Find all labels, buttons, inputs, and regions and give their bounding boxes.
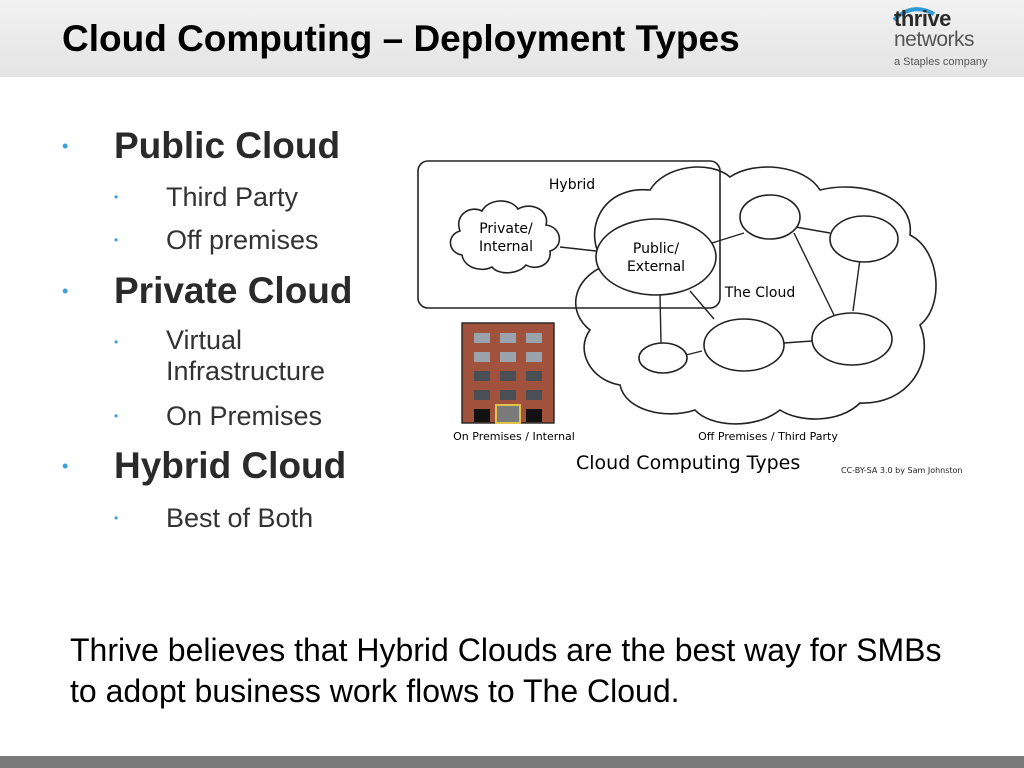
connector-line <box>685 350 703 356</box>
hybrid-label: Hybrid <box>549 177 595 193</box>
bullet-label: Public Cloud <box>114 125 341 166</box>
connector-line <box>783 340 813 344</box>
sub-bullet-dot-icon: • <box>114 190 119 204</box>
private-internal-cloud <box>449 200 561 274</box>
cloud-node <box>739 194 801 240</box>
connector-line <box>689 290 715 320</box>
sub-bullet-dot-icon: • <box>114 511 119 525</box>
logo-arc-icon <box>892 7 935 22</box>
sub-bullet-dot-icon: • <box>114 409 119 423</box>
logo-wordmark-networks: networks <box>894 28 975 51</box>
private-label-line2: Internal <box>479 239 533 255</box>
cloud-node <box>638 342 688 374</box>
slide-title: Cloud Computing – Deployment Types <box>62 18 740 59</box>
bullet-dot-icon: • <box>62 455 69 476</box>
public-label-line2: External <box>627 259 685 275</box>
connector-line <box>852 258 861 312</box>
sub-bullet-label: Third Party <box>166 181 299 212</box>
sub-bullet-label: On Premises <box>166 400 323 431</box>
summary-statement: Thrive believes that Hybrid Clouds are t… <box>70 632 942 709</box>
connector-line <box>559 246 597 252</box>
private-label-line1: Private/ <box>479 221 533 237</box>
logo-wordmark-thrive: thrive <box>894 6 951 31</box>
hybrid-boundary-box <box>417 160 721 309</box>
cloud-node <box>703 318 785 372</box>
bullet-dot-icon: • <box>62 280 69 301</box>
on-premises-label: On Premises / Internal <box>453 430 575 443</box>
off-premises-label: Off Premises / Third Party <box>698 430 838 443</box>
footer-bar <box>0 756 1024 768</box>
connector-line <box>659 294 662 344</box>
cloud-node <box>829 215 899 263</box>
bullet-label: Private Cloud <box>114 270 353 311</box>
diagram-credit: CC-BY-SA 3.0 by Sam Johnston <box>841 466 963 475</box>
sub-bullet-dot-icon: • <box>114 233 119 247</box>
connector-line <box>711 232 745 244</box>
sub-bullet-label: Off premises <box>166 224 319 255</box>
sub-bullet-dot-icon: • <box>114 335 119 349</box>
public-label-line1: Public/ <box>633 241 679 257</box>
office-building-icon <box>461 322 555 424</box>
cloud-types-diagram: Hybrid Private/ Internal Public/ Externa… <box>417 160 937 443</box>
thrive-networks-logo: thrive networks a Staples company <box>888 4 1008 74</box>
bullet-dot-icon: • <box>62 135 69 156</box>
cloud-node <box>811 312 893 366</box>
bullet-label: Hybrid Cloud <box>114 445 347 486</box>
header-bar <box>0 0 1024 77</box>
connector-line <box>793 232 835 316</box>
sub-bullet-label: Best of Both <box>166 502 314 533</box>
diagram-caption: Cloud Computing Types <box>576 452 801 474</box>
sub-bullet-label: Virtual Infrastructure <box>166 325 326 386</box>
public-external-node <box>595 218 717 296</box>
logo-tagline: a Staples company <box>894 56 988 68</box>
the-cloud-label: The Cloud <box>724 285 795 301</box>
